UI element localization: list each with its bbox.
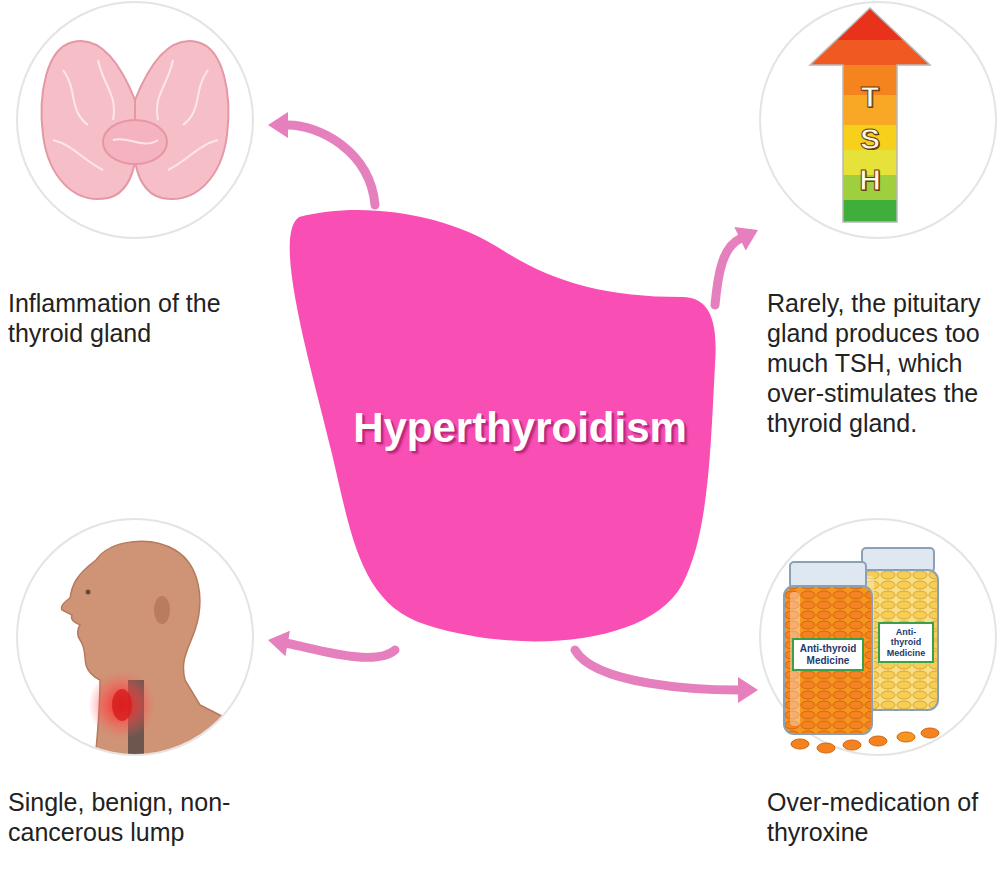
- arrow-head: [268, 112, 288, 138]
- arrow-letter: H: [852, 163, 888, 197]
- thyroid-gland: [135, 41, 228, 199]
- thyroid-gland: [53, 60, 218, 170]
- arrow-head: [738, 677, 758, 703]
- cause-arrow: [575, 650, 758, 703]
- bottle-label: Anti-thyroid Medicine: [792, 638, 864, 671]
- tsh-arrow: [800, 0, 940, 230]
- head-profile: [112, 689, 132, 721]
- head-profile: [88, 671, 156, 739]
- pill-bottles: [790, 562, 866, 588]
- tsh-arrow: [800, 0, 940, 230]
- icon-circles: [17, 2, 253, 238]
- cause-circle: Inflammation of the thyroid gland: [8, 0, 268, 348]
- head-profile: [154, 596, 170, 624]
- tsh-arrow: [800, 200, 940, 230]
- blob-title: Hyperthyroidism: [353, 404, 687, 452]
- arrow-line: [288, 644, 395, 658]
- cause-circle: Rarely, the pituitary gland produces too…: [758, 0, 998, 438]
- cause-arrow: [715, 227, 758, 305]
- arrow-letter: S: [852, 122, 888, 156]
- head-profile: [86, 590, 91, 595]
- arrow-line: [715, 239, 740, 305]
- tsh-arrow: [810, 8, 930, 222]
- icon-circles: [760, 519, 996, 755]
- pill-bottles: [791, 739, 809, 749]
- cause-circle: Over-medication of thyroxine: [758, 515, 998, 847]
- thyroid-gland: [42, 41, 229, 199]
- cause-circle: Single, benign, non-cancerous lump: [8, 515, 268, 847]
- arrow-letter: T: [852, 80, 888, 114]
- arrow-line: [575, 650, 738, 690]
- bottle-label: Anti-thyroid Medicine: [878, 622, 934, 663]
- blob-shape: [290, 210, 716, 641]
- pill-bottles: [843, 740, 861, 750]
- cause-arrow: [268, 112, 375, 205]
- pill-bottles: [921, 728, 939, 738]
- head-profile: [61, 541, 255, 760]
- arrow-head: [734, 227, 758, 250]
- tsh-arrow: [800, 0, 940, 40]
- pill-bottles: [869, 736, 887, 746]
- pill-bottles: [817, 743, 835, 753]
- pill-bottles: [784, 548, 939, 753]
- head-profile: [61, 541, 255, 760]
- cause-arrow: [268, 631, 395, 658]
- arrow-line: [288, 125, 375, 205]
- central-blob: Hyperthyroidism: [285, 205, 715, 650]
- pill-bottles: [784, 586, 872, 734]
- tsh-arrow: [800, 40, 940, 65]
- cause-text: Over-medication of thyroxine: [767, 787, 998, 847]
- thyroid-gland: [42, 41, 135, 199]
- arrow-head: [268, 631, 290, 657]
- pill-bottles: [862, 548, 934, 572]
- pill-bottles: [897, 732, 915, 742]
- cause-text: Inflammation of the thyroid gland: [8, 288, 268, 348]
- cause-text: Rarely, the pituitary gland produces too…: [767, 288, 998, 438]
- cause-text: Single, benign, non-cancerous lump: [8, 787, 268, 847]
